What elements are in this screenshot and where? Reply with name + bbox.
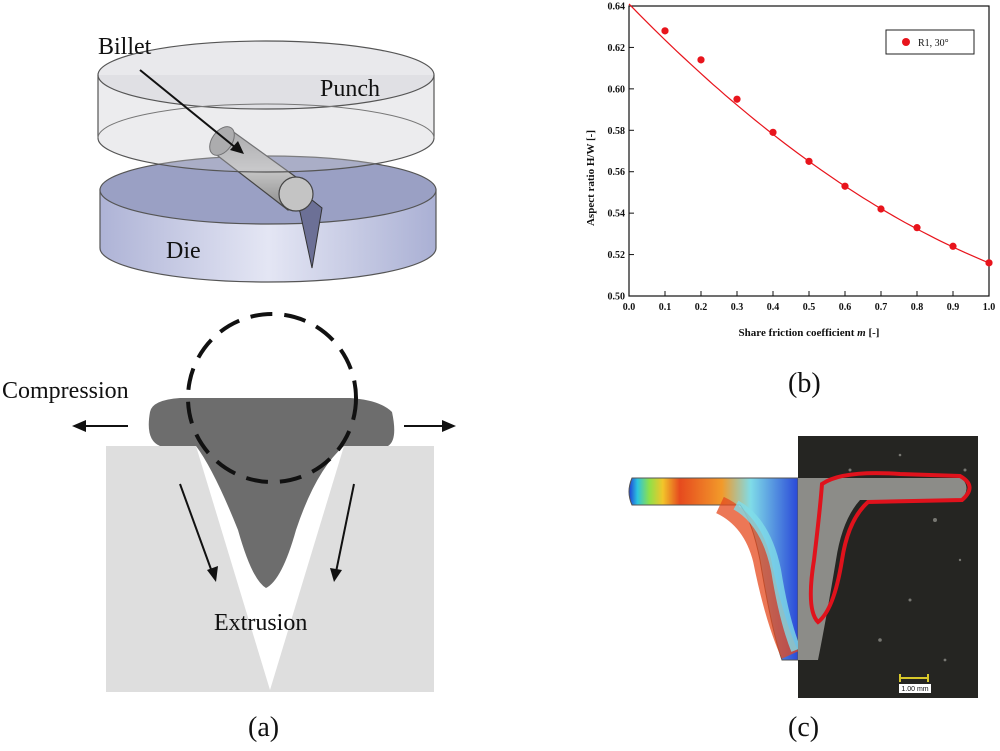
- zoom-circle: [186, 312, 358, 484]
- data-point: [805, 157, 813, 165]
- billet-shape: [209, 126, 314, 212]
- chart-legend: R1, 30°: [885, 29, 975, 55]
- data-point: [769, 128, 777, 136]
- legend-label: R1, 30°: [918, 38, 949, 49]
- billet-section: [148, 398, 395, 588]
- data-point: [985, 259, 993, 267]
- x-tick-label: 1.0: [983, 302, 996, 313]
- micrograph-specimen: [798, 478, 967, 660]
- extrusion-arrow-right: [335, 483, 355, 573]
- label-punch: Punch: [320, 76, 380, 102]
- x-tick-label: 0.1: [659, 302, 672, 313]
- label-billet: Billet: [98, 34, 152, 60]
- data-point: [877, 205, 885, 213]
- data-point: [949, 242, 957, 250]
- x-tick-label: 0.9: [947, 302, 960, 313]
- caption-c: (c): [788, 712, 820, 743]
- y-tick-label: 0.64: [608, 2, 626, 13]
- data-point: [661, 27, 669, 35]
- x-tick-label: 0.4: [767, 302, 780, 313]
- caption-b: (b): [788, 368, 821, 399]
- x-tick-label: 0.8: [911, 302, 924, 313]
- label-compression: Compression: [2, 378, 129, 404]
- y-tick-label: 0.62: [608, 43, 626, 54]
- punch-die-illustration: [97, 40, 437, 283]
- y-tick-label: 0.52: [608, 250, 626, 261]
- data-point: [733, 95, 741, 103]
- x-tick-label: 0.2: [695, 302, 708, 313]
- punch-top: [97, 40, 435, 110]
- x-tick-label: 0.7: [875, 302, 888, 313]
- extrusion-arrow-left: [179, 483, 213, 573]
- billet-pointer-arrow: [139, 69, 237, 149]
- label-extrusion: Extrusion: [214, 610, 308, 636]
- caption-a: (a): [248, 712, 280, 743]
- highlight-outline: [808, 471, 972, 625]
- y-tick-label: 0.50: [608, 292, 626, 303]
- label-die: Die: [166, 238, 201, 264]
- data-point: [913, 224, 921, 232]
- extrusion-cross-section: [72, 312, 456, 692]
- aspect-ratio-chart: 0.0 0.1 0.2 0.3 0.4 0.5 0.6 0.7 0.8 0.9 1.0 0.50 0.5…: [585, 2, 996, 340]
- data-point: [697, 56, 705, 64]
- y-axis-title: Aspect ratio H/W [-]: [585, 130, 597, 226]
- scale-bar-label: 1.00 mm: [901, 686, 928, 693]
- y-tick-label: 0.60: [608, 84, 626, 95]
- x-tick-label: 0.0: [623, 302, 636, 313]
- y-tick-label: 0.58: [608, 126, 626, 137]
- x-axis-title: Share friction coefficient m [-]: [739, 327, 880, 339]
- legend-marker: [902, 38, 910, 46]
- x-tick-label: 0.5: [803, 302, 816, 313]
- y-tick-label: 0.56: [608, 167, 626, 178]
- x-tick-label: 0.3: [731, 302, 744, 313]
- y-tick-label: 0.54: [608, 209, 626, 220]
- data-point: [841, 182, 849, 190]
- x-tick-label: 0.6: [839, 302, 852, 313]
